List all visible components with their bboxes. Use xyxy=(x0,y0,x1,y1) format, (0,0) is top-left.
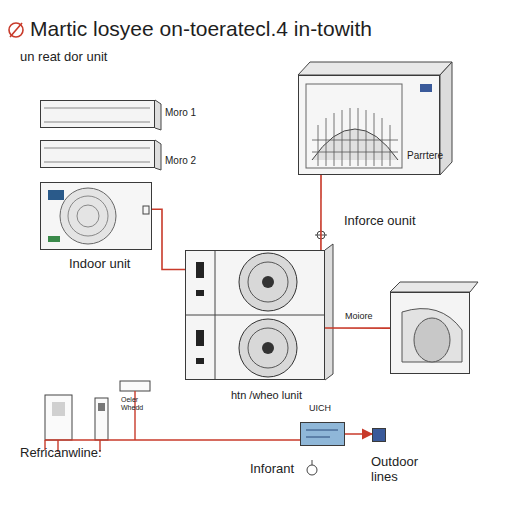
unit-label: Outdoor lines xyxy=(371,455,433,485)
outdoor-unit: htn /wheo lunit xyxy=(185,250,325,380)
unit-label: htn /wheo lunit xyxy=(231,389,351,402)
annotation-label: Inforant xyxy=(250,462,320,477)
refrigerant-line xyxy=(152,209,185,269)
controller-box: UICH xyxy=(300,422,345,446)
unit-label: Indoor unit xyxy=(69,257,169,272)
unit-caption: Inforce ounit xyxy=(344,214,464,229)
annotation-label: Refricanwline: xyxy=(20,446,140,461)
unit-label: Moro 1 xyxy=(165,107,225,119)
annotation-label: un reat dor unit xyxy=(20,50,220,65)
wall-unit: Moro 1 xyxy=(40,100,155,128)
unit-label: Parrtere xyxy=(407,150,467,162)
duct-unit: Moiore xyxy=(390,292,470,374)
annotation-label: Oeler Whedd xyxy=(121,396,151,412)
outdoor-device: Outdoor lines xyxy=(372,428,386,442)
indoor-unit: Indoor unit xyxy=(40,182,152,250)
unit-label: UICH xyxy=(309,403,349,413)
unit-label: Moro 2 xyxy=(165,155,225,167)
refrigerant-line xyxy=(320,175,322,250)
unit-label: Moiore xyxy=(345,311,389,321)
refrigerant-line xyxy=(345,433,372,435)
wall-unit: Moro 2 xyxy=(40,140,155,168)
diagram-title: Martic losyee on-toeratecl.4 in-towith xyxy=(30,17,372,41)
refrigerant-line xyxy=(325,327,390,329)
outdoor-unit: ParrtereInforce ounit xyxy=(298,75,440,175)
